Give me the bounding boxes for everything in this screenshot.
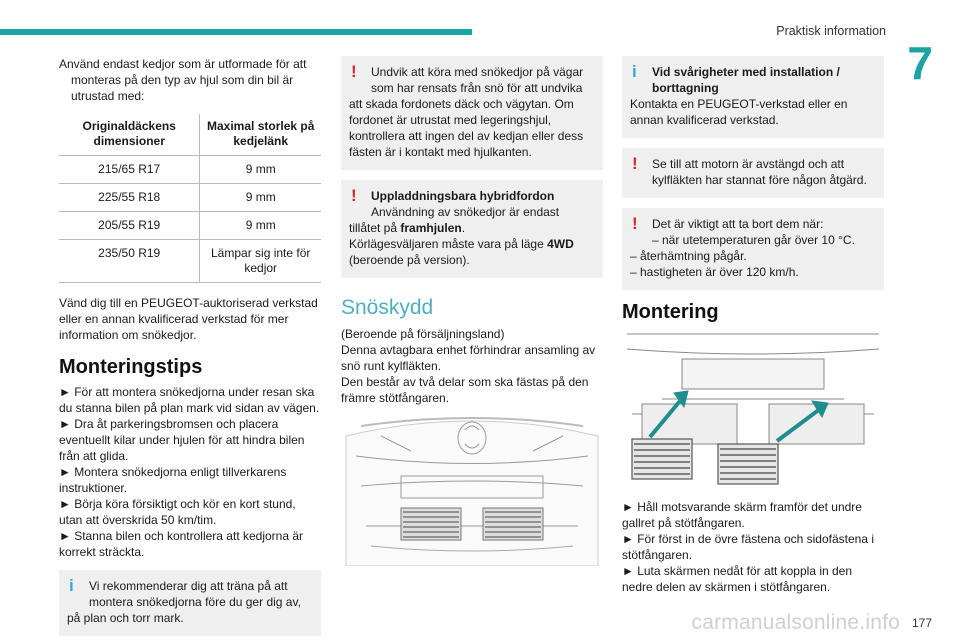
warning-text-line3: Körlägesväljaren måste vara på läge 4WD — [349, 237, 574, 251]
warning-list-item: – när utetemperaturen går över 10 °C. — [652, 233, 855, 247]
warning-text-line1: Det är viktigt att ta bort dem när: — [652, 217, 824, 231]
section-title-montering: Montering — [622, 301, 719, 323]
warning-text-line1: Undvik att köra med snökedjor på vägar s… — [371, 65, 584, 95]
step-item: ► Dra åt parkeringsbromsen och placera e… — [59, 417, 305, 463]
body-text: Den består av två delar som ska fästas p… — [341, 375, 589, 405]
body-text: (Beroende på försäljningsland) — [341, 327, 505, 341]
snow-guard-mounting-illustration — [626, 333, 880, 485]
warning-text: att skada fordonets däck och vägytan. Om… — [349, 97, 584, 159]
table-header: Maximal storlek på kedjelänk — [199, 114, 321, 156]
step-item: ► Börja köra försiktigt och kör en kort … — [59, 497, 296, 527]
warning-text-line4: (beroende på version). — [349, 253, 470, 267]
table-header: Originaldäckens dimensioner — [59, 114, 200, 156]
table-cell: 205/55 R19 — [59, 211, 200, 240]
table-header-row: Originaldäckens dimensioner Maximal stor… — [59, 114, 321, 156]
warning-text: Se till att motorn är avstängd och att k… — [652, 157, 867, 187]
table-row: 235/50 R19 Lämpar sig inte för kedjor — [59, 239, 321, 283]
chapter-number: 7 — [907, 37, 933, 89]
table-row: 225/55 R18 9 mm — [59, 183, 321, 212]
column-3: i Vid svårigheter med installation / bor… — [622, 56, 884, 595]
table-cell: 9 mm — [199, 183, 321, 212]
warning-icon: ! — [632, 214, 638, 233]
warning-box: ! Se till att motorn är avstängd och att… — [622, 148, 884, 198]
info-text: Kontakta en PEUGEOT-verkstad eller en an… — [630, 97, 848, 127]
page-number: 177 — [911, 616, 932, 630]
intro-text: Använd endast kedjor som är utformade fö… — [59, 57, 307, 103]
tire-chain-table: Originaldäckens dimensioner Maximal stor… — [59, 114, 321, 283]
snow-guard-car-illustration — [345, 417, 599, 566]
warning-box-removal: ! Det är viktigt att ta bort dem när: – … — [622, 208, 884, 290]
step-item: ► Håll motsvarande skärm framför det und… — [622, 500, 862, 530]
info-title: Vid svårigheter med installation / bortt… — [652, 65, 840, 95]
warning-title: Uppladdningsbara hybridfordon — [371, 189, 555, 203]
table-row: 215/65 R17 9 mm — [59, 155, 321, 184]
warning-list-item: – återhämtning pågår. — [630, 249, 747, 263]
table-cell: Lämpar sig inte för kedjor — [199, 239, 321, 283]
table-cell: 215/65 R17 — [59, 155, 200, 184]
warning-box: ! Undvik att köra med snökedjor på vägar… — [341, 56, 603, 170]
table-cell: 9 mm — [199, 155, 321, 184]
after-table-text: Vänd dig till en PEUGEOT-auktoriserad ve… — [59, 296, 318, 342]
header-accent-bar — [0, 29, 472, 35]
warning-text-line2: tillåtet på framhjulen. — [349, 221, 466, 235]
info-box: i Vi rekommenderar dig att träna på att … — [59, 570, 321, 636]
step-item: ► Montera snökedjorna enligt tillverkare… — [59, 465, 287, 495]
warning-list-item: – hastigheten är över 120 km/h. — [630, 265, 799, 279]
warning-icon: ! — [351, 62, 357, 81]
header-title: Praktisk information — [776, 24, 886, 38]
step-item: ► För först in de övre fästena och sidof… — [622, 532, 875, 562]
column-1: Använd endast kedjor som är utformade fö… — [59, 56, 321, 640]
warning-icon: ! — [632, 154, 638, 173]
table-row: 205/55 R19 9 mm — [59, 211, 321, 240]
step-item: ► Stanna bilen och kontrollera att kedjo… — [59, 529, 304, 559]
info-text-line2: på plan och torr mark. — [67, 611, 184, 625]
info-icon: i — [69, 576, 74, 595]
warning-box-hybrid: ! Uppladdningsbara hybridfordon Användni… — [341, 180, 603, 278]
info-text-line1: Vi rekommenderar dig att träna på att mo… — [89, 579, 301, 609]
column-2: ! Undvik att köra med snökedjor på vägar… — [341, 56, 603, 566]
warning-icon: ! — [351, 186, 357, 205]
table-cell: 9 mm — [199, 211, 321, 240]
section-title-snoskydd: Snöskydd — [341, 296, 434, 319]
info-box: i Vid svårigheter med installation / bor… — [622, 56, 884, 138]
step-item: ► Luta skärmen nedåt för att koppla in d… — [622, 564, 853, 594]
table-cell: 225/55 R18 — [59, 183, 200, 212]
warning-text-line1: Användning av snökedjor är endast — [371, 205, 560, 219]
section-title-monteringstips: Monteringstips — [59, 356, 203, 378]
info-icon: i — [632, 62, 637, 81]
step-item: ► För att montera snökedjorna under resa… — [59, 385, 320, 415]
table-cell: 235/50 R19 — [59, 239, 200, 283]
watermark: carmanualsonline.info — [691, 611, 900, 634]
body-text: Denna avtagbara enhet förhindrar ansamli… — [341, 343, 596, 373]
